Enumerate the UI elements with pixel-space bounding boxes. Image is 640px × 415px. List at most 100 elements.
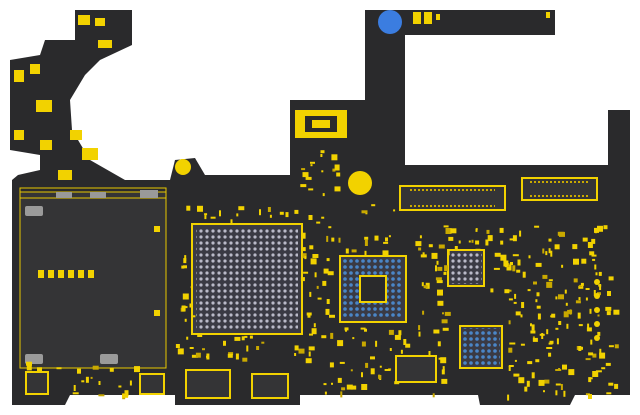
smd-pad <box>322 193 325 197</box>
smd-pad <box>597 292 601 296</box>
smd-pad <box>558 294 564 300</box>
smd-pad <box>204 213 208 216</box>
smd-pad <box>425 282 430 289</box>
smd-pad <box>442 312 444 315</box>
sim-corner-pad <box>90 192 106 198</box>
board-connector <box>521 177 598 201</box>
smd-pad <box>592 353 597 358</box>
smd-pad <box>531 372 535 379</box>
smd-pad <box>514 293 517 299</box>
smd-pad <box>535 262 542 267</box>
smd-pad <box>548 279 553 282</box>
smd-pad <box>403 339 407 345</box>
smd-pad <box>441 319 448 324</box>
smd-pad <box>445 228 452 234</box>
smd-pad <box>189 303 193 308</box>
smd-pad <box>85 376 89 383</box>
smd-pad <box>557 231 564 236</box>
smd-pad <box>494 252 501 257</box>
smd-pad <box>316 285 319 289</box>
smd-pad <box>415 241 422 247</box>
smd-pad <box>591 254 597 257</box>
smd-pad <box>385 237 388 242</box>
smd-pad <box>598 271 602 276</box>
smd-pad <box>575 300 581 304</box>
smd-pad <box>548 238 552 242</box>
smd-pad <box>433 329 440 334</box>
smd-pad <box>313 323 316 328</box>
smd-pad <box>322 280 327 286</box>
smd-pad <box>546 347 553 349</box>
smd-pad <box>512 254 519 257</box>
smd-pad <box>332 168 336 172</box>
smd-pad <box>435 277 442 281</box>
smd-pad <box>517 259 521 266</box>
smd-pad <box>175 344 180 348</box>
smd-pad <box>599 352 606 359</box>
smd-pad <box>562 364 567 370</box>
smd-pad <box>556 338 559 345</box>
smd-pad <box>316 221 321 224</box>
smd-pad <box>542 248 545 254</box>
sim-side-pad <box>154 310 160 316</box>
smd-pad <box>513 373 520 377</box>
smd-pad <box>364 240 368 246</box>
smd-pad <box>122 393 129 398</box>
sim-corner-pad <box>56 192 72 198</box>
smd-pad <box>346 384 353 390</box>
smd-pad <box>98 394 105 397</box>
smd-pad <box>520 343 525 346</box>
smd-pad <box>588 377 592 383</box>
smd-pad <box>512 265 516 272</box>
smd-pad <box>561 264 564 268</box>
smd-pad <box>567 309 573 314</box>
smd-pad <box>605 362 611 366</box>
smd-pad <box>301 247 306 252</box>
smd-pad <box>432 393 435 398</box>
smd-pad <box>594 264 597 270</box>
smd-pad <box>485 239 489 246</box>
smd-pad <box>514 359 517 362</box>
smd-pad <box>593 290 596 296</box>
smd-pad <box>573 258 579 265</box>
smd-pad <box>548 352 552 357</box>
smd-pad <box>504 289 510 294</box>
connector-pins <box>530 181 590 197</box>
smd-pad <box>509 342 516 345</box>
smd-pad <box>475 228 478 232</box>
smd-pad <box>568 369 575 376</box>
memory-bga-center <box>359 275 387 303</box>
smd-pad <box>388 329 394 335</box>
smd-pad <box>592 258 596 261</box>
smd-pad <box>444 265 449 272</box>
smd-pad <box>223 340 226 346</box>
smd-pad <box>589 308 592 314</box>
smd-pad <box>304 256 307 260</box>
smd-pad <box>608 345 614 348</box>
right-test-points <box>594 279 600 341</box>
smd-pad <box>526 380 530 387</box>
smd-pad <box>309 245 314 250</box>
smd-pad <box>134 366 140 373</box>
smd-pad <box>613 309 620 315</box>
smd-pad <box>329 314 335 318</box>
smd-pad <box>285 212 289 218</box>
smd-pad <box>249 335 253 339</box>
smd-pad <box>320 154 323 157</box>
smd-pad <box>259 209 261 216</box>
smd-pad <box>444 311 451 316</box>
smd-pad <box>531 324 535 331</box>
smd-pad <box>607 291 611 296</box>
smd-pad <box>98 381 101 385</box>
smd-pad <box>578 324 583 327</box>
smd-pad <box>300 277 305 282</box>
smd-pad <box>418 247 422 251</box>
smd-pad <box>309 333 313 336</box>
module-core <box>312 120 330 128</box>
smd-pad <box>189 347 194 349</box>
bottom-module <box>139 373 165 395</box>
smd-pad <box>374 235 379 241</box>
smd-pad <box>493 267 500 270</box>
smd-pad <box>578 285 584 289</box>
smd-pad <box>573 278 578 283</box>
